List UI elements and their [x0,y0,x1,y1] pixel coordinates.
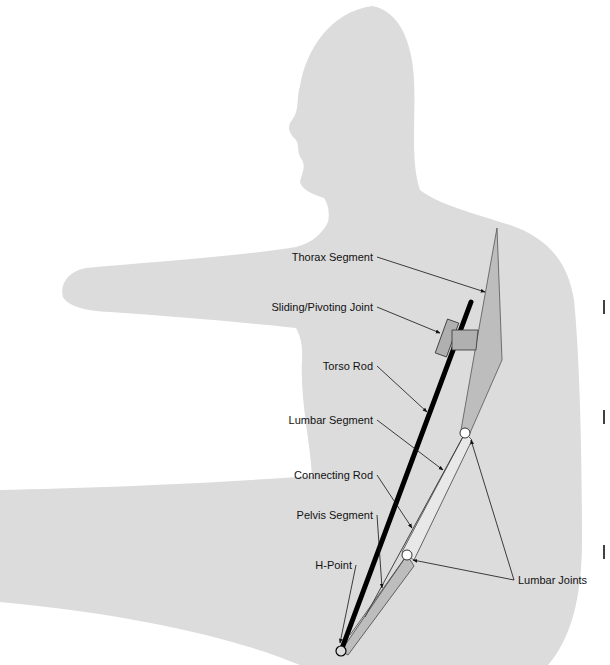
part-label: Lumbar Segment [289,414,373,427]
edge-tick [603,410,605,424]
h-point [336,646,346,656]
lower-lumbar-joint [402,550,412,560]
leader-line [413,560,514,580]
leader-line [377,307,440,333]
part-label: Thorax Segment [292,251,373,264]
leader-line [377,475,412,528]
part-label: Pelvis Segment [297,509,373,522]
part-label: Connecting Rod [294,469,373,482]
edge-tick [603,545,605,559]
leader-line [340,565,356,643]
joint-bracket [452,330,478,350]
leader-line [377,420,443,470]
edge-tick [603,300,605,314]
connecting-rod-lower [350,555,407,635]
leader-line [377,257,485,292]
leader-line [471,440,514,580]
part-label: Lumbar Joints [518,574,587,587]
upper-lumbar-joint [460,428,470,438]
part-label: H-Point [315,559,352,572]
leader-line [377,366,427,412]
part-label: Sliding/Pivoting Joint [271,301,373,314]
body-silhouette [0,6,582,665]
leader-line [377,515,382,588]
part-label: Torso Rod [323,360,373,373]
connecting-rod [365,433,465,617]
